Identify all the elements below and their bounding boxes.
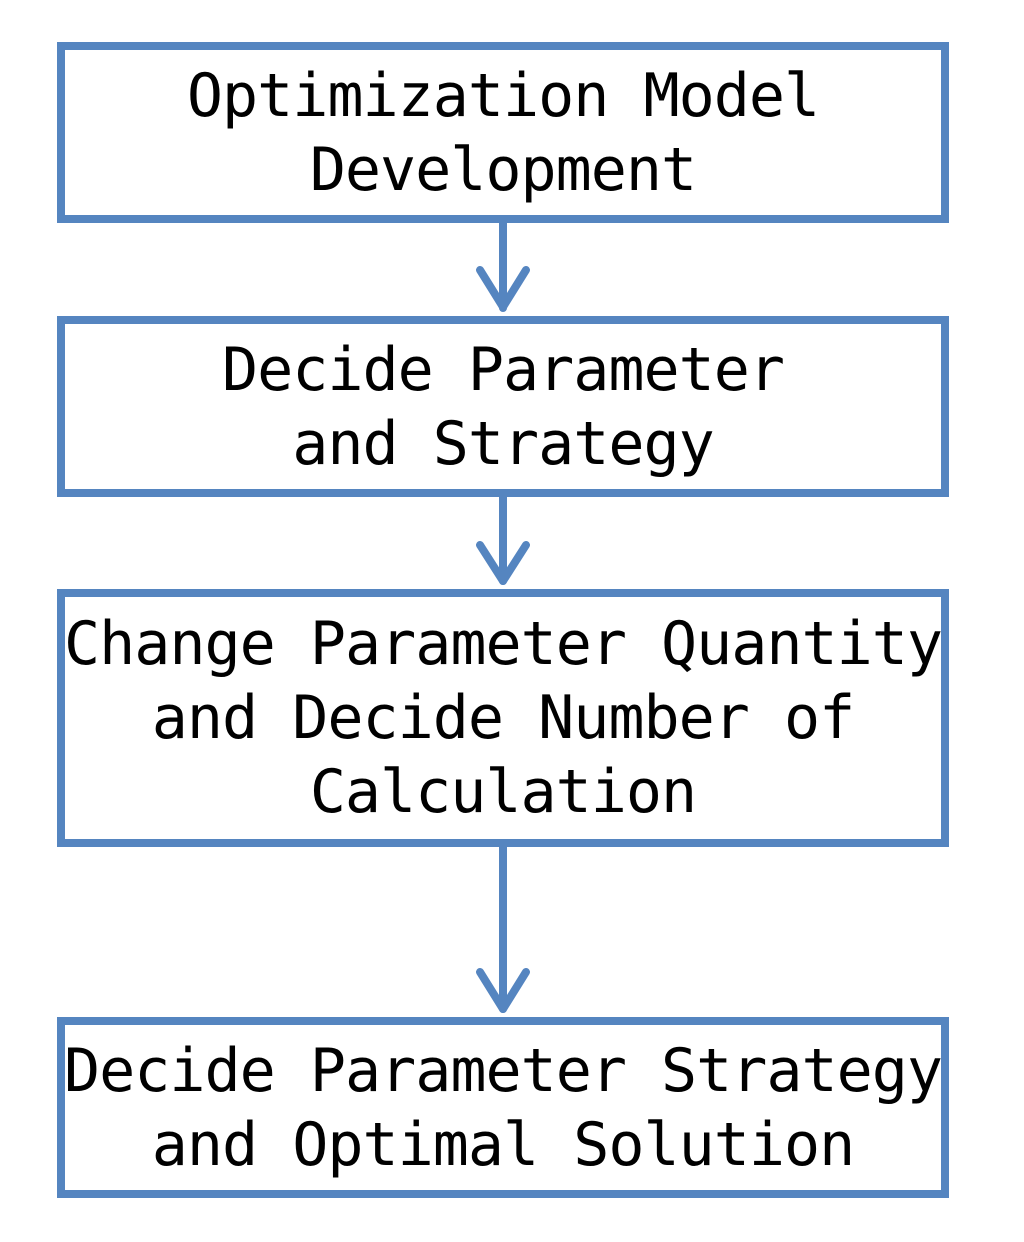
arrow-3-to-4: [476, 843, 530, 1013]
step-1-line-2: Development: [309, 134, 697, 205]
step-box-optimal-solution: Decide Parameter Strategy and Optimal So…: [57, 1017, 949, 1198]
step-3-line-2: and Decide Number of: [151, 683, 855, 753]
arrow-1-to-2: [476, 219, 530, 312]
step-4-line-1: Decide Parameter Strategy: [63, 1035, 943, 1106]
step-4-line-2: and Optimal Solution: [151, 1109, 855, 1180]
step-box-change-parameter-quantity: Change Parameter Quantity and Decide Num…: [57, 589, 949, 847]
step-box-decide-parameter-strategy: Decide Parameter and Strategy: [57, 316, 949, 497]
step-3-line-1: Change Parameter Quantity: [63, 609, 943, 679]
step-2-line-2: and Strategy: [292, 408, 714, 479]
step-1-line-1: Optimization Model: [186, 60, 820, 131]
step-3-line-3: Calculation: [309, 757, 697, 827]
arrow-2-to-3: [476, 493, 530, 585]
step-2-line-1: Decide Parameter: [222, 334, 785, 405]
step-box-optimization-model-development: Optimization Model Development: [57, 42, 949, 223]
